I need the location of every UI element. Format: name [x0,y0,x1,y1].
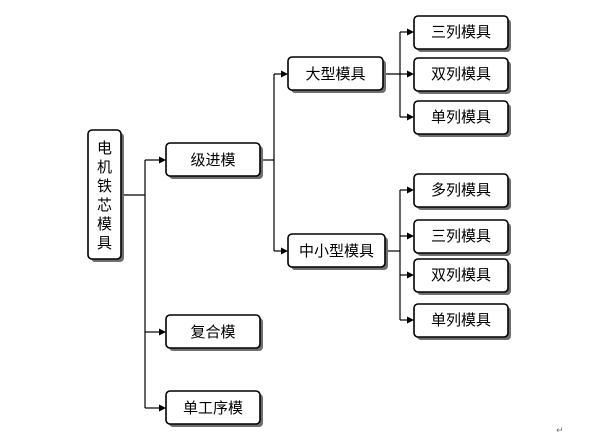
root-char-1: 电 [97,139,112,157]
arrowhead [159,156,166,164]
root-char-3: 铁 [97,177,112,195]
node-ms-single-row: 单列模具 [413,303,511,340]
node-label: 三列模具 [431,227,491,245]
arrowhead [407,271,414,279]
arrowhead [281,247,288,255]
root-char-5: 模 [97,215,112,233]
node-label: 三列模具 [431,23,491,41]
root-char-2: 机 [97,158,112,176]
arrowhead [281,70,288,78]
node-label: 单列模具 [431,311,491,329]
arrowhead [407,70,414,78]
node-large-double-row: 双列模具 [413,57,511,94]
root-char-6: 具 [97,234,112,252]
node-ms-double-row: 双列模具 [413,258,511,295]
node-compound-die: 复合模 [165,314,263,351]
root-node: 电 机 铁 芯 模 具 [87,129,124,262]
root-char-4: 芯 [97,196,112,214]
node-large-three-row: 三列模具 [413,15,511,52]
node-single-process-die: 单工序模 [165,390,263,427]
node-medium-small-die: 中小型模具 [287,233,388,270]
arrowhead [159,328,166,336]
arrowhead [407,28,414,36]
node-label: 单列模具 [431,108,491,126]
paragraph-mark: ↵ [556,426,564,436]
node-large-die: 大型模具 [287,56,386,93]
node-label: 级进模 [190,151,235,169]
node-label: 多列模具 [431,181,491,199]
node-ms-multi-row: 多列模具 [413,173,511,210]
arrowheads [159,28,414,412]
node-label: 双列模具 [431,65,491,83]
node-label: 中小型模具 [299,242,374,260]
node-label: 大型模具 [305,65,365,83]
arrowhead [159,404,166,412]
node-ms-three-row: 三列模具 [413,219,511,256]
node-label: 双列模具 [431,266,491,284]
node-label: 复合模 [190,323,235,341]
node-progressive-die: 级进模 [165,142,263,179]
arrowhead [407,113,414,121]
node-large-single-row: 单列模具 [413,100,511,137]
node-label: 单工序模 [183,399,243,417]
arrowhead [407,316,414,324]
arrowhead [407,186,414,194]
arrowhead [407,232,414,240]
